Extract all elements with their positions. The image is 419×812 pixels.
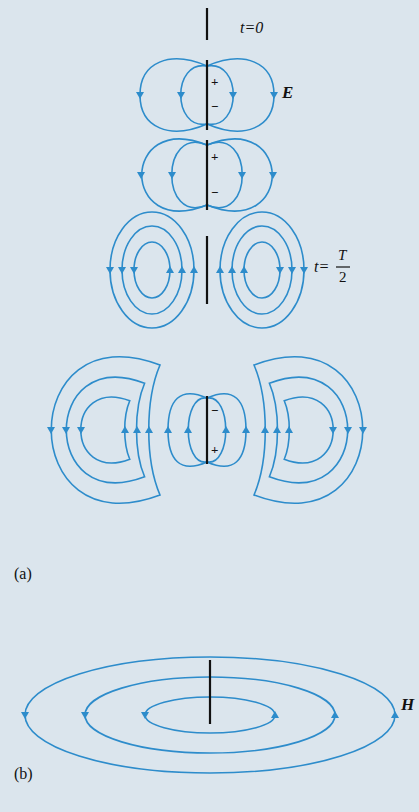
e-field-lines bbox=[137, 139, 277, 211]
panel-label: (a) bbox=[14, 566, 32, 582]
h-field-loops bbox=[21, 657, 399, 773]
e-field-lines bbox=[136, 59, 278, 131]
charge-sign: − bbox=[211, 100, 218, 113]
charge-sign: + bbox=[211, 443, 218, 456]
antenna bbox=[206, 8, 208, 40]
time-label: t= bbox=[314, 259, 329, 275]
e-field-loops bbox=[47, 357, 367, 504]
antenna bbox=[206, 236, 208, 304]
charge-sign: + bbox=[211, 75, 218, 88]
field-symbol: H bbox=[401, 696, 414, 713]
fraction-bar bbox=[336, 266, 350, 267]
time-label: t=0 bbox=[240, 20, 263, 36]
time-label: 2 bbox=[339, 270, 347, 285]
panel-label: (b) bbox=[14, 766, 33, 782]
charge-sign: − bbox=[211, 186, 218, 199]
antenna bbox=[209, 660, 211, 724]
charge-sign: + bbox=[211, 150, 218, 163]
time-label: T bbox=[338, 248, 346, 263]
antenna bbox=[206, 140, 208, 210]
antenna bbox=[206, 396, 208, 464]
antenna bbox=[206, 60, 208, 130]
charge-sign: − bbox=[211, 404, 218, 417]
e-field-loops bbox=[106, 212, 308, 328]
field-symbol: E bbox=[282, 84, 293, 101]
